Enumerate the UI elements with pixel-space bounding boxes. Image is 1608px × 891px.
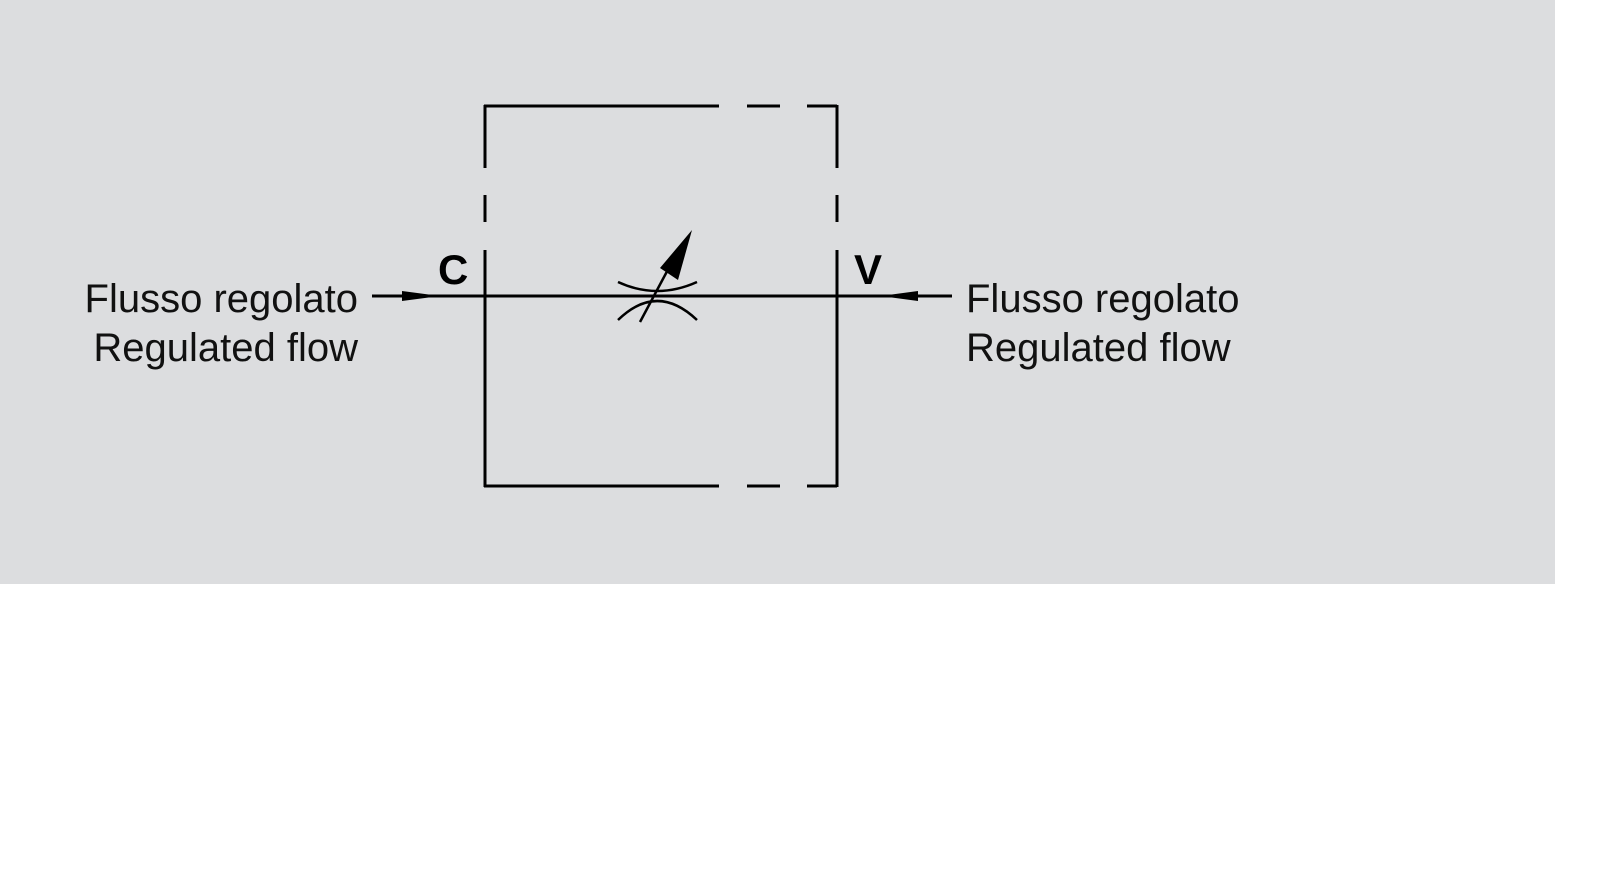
left-label-english: Regulated flow <box>93 326 358 370</box>
valve-enclosure <box>483 104 839 488</box>
right-arrow-icon <box>880 291 918 301</box>
right-label-english: Regulated flow <box>966 326 1231 370</box>
left-label-italian: Flusso regolato <box>85 277 358 321</box>
adjustable-arrow-icon <box>638 230 692 323</box>
right-label-italian: Flusso regolato <box>966 277 1239 321</box>
left-arrow-icon <box>402 291 440 301</box>
port-v-label: V <box>854 246 882 293</box>
port-c-label: C <box>438 246 468 293</box>
